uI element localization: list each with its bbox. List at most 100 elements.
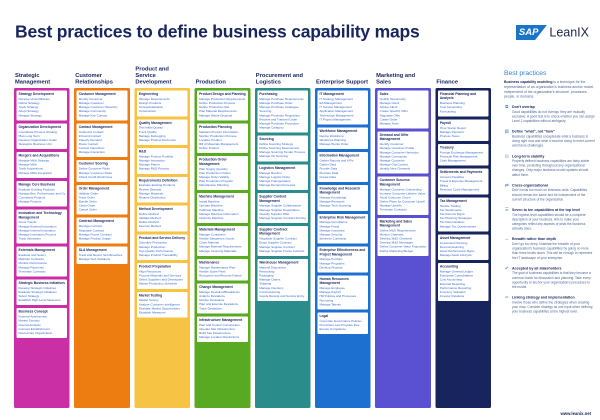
capability-item: Plan and Control Construction <box>199 323 240 327</box>
practice-text: The goal of business capabilities is tha… <box>512 271 591 289</box>
capability-item: Receive and Transmit Order <box>259 117 298 122</box>
column-label: Marketing and Sales <box>376 72 416 86</box>
capability-item: Tax Determination <box>439 220 465 225</box>
capability-item: Gather Reports and KPIs <box>319 159 354 163</box>
capability-item: HR Policies and Processes <box>319 294 357 299</box>
capability-item: Manage Contract <box>78 224 103 229</box>
capability-item: Construction <box>138 109 156 114</box>
column-label: Procurement and Logistics <box>255 72 304 86</box>
capability-item: Forecasting <box>439 109 456 114</box>
capability-item: Create Data <box>319 175 336 179</box>
capability-item: Foreign Exchange Management <box>439 150 484 155</box>
capability-item: Manage Logistic Order <box>259 175 291 179</box>
practice-text: Good capabilities do not overlap; they a… <box>512 110 595 124</box>
capability-item: Develop M&S Messages <box>379 241 413 245</box>
capability-item: Bundle Order <box>78 200 97 204</box>
capability-item: Develop M&S Channels <box>379 237 412 241</box>
capability-item: Monitor Production Process <box>199 134 237 138</box>
overlap-icon: ⧉ <box>505 104 509 110</box>
capability-item: Cost Accounting <box>439 105 462 110</box>
column-label: Production <box>195 79 226 86</box>
practice-text: Business capabilities encapsulate what a… <box>512 134 595 148</box>
capability-box-title: Customer Success Management <box>379 178 410 187</box>
capability-box-title: Enterprise Effectiveness and Project Man… <box>319 248 366 257</box>
intro-bold-term: Business capability modeling <box>504 80 553 85</box>
capability-item: Manage Employee <box>319 286 345 291</box>
capability-item: Terminate Contracts <box>18 269 46 274</box>
capability-box-title: Treasury <box>439 146 454 150</box>
capability-item: Cash Management <box>439 159 466 163</box>
capability-item: Account Payables <box>439 175 465 180</box>
capability-item: Manage Customer <box>78 101 104 106</box>
capability-item: Establish High-Level Measures <box>18 298 61 303</box>
capability-item: Illustrate Data <box>319 171 339 175</box>
capability-item: Install Machine <box>199 200 220 204</box>
capability-item: Manage Location Restrictions <box>199 335 240 340</box>
capability-item: Require Distribution <box>138 195 166 200</box>
capability-item: Billing <box>439 183 448 188</box>
capability-item: Workforce Planning <box>319 138 346 142</box>
capability-item: Manage Customer Profile <box>379 146 415 151</box>
capability-item: IT Project Management <box>319 117 352 122</box>
capability-item: Schedule Production <box>138 241 167 245</box>
capability-box-title: Customer Scoring <box>78 162 108 166</box>
capability-item: Business Continuity <box>319 237 347 241</box>
capability-item: Track and Report SLA Breaches <box>78 253 123 257</box>
capability-item: IT Service Management <box>319 105 352 110</box>
capability-item: Travel & Expense Management <box>439 179 483 184</box>
capability-item: Handle Trading <box>439 204 461 208</box>
capability-item: Revenue Cycle Management <box>439 187 480 192</box>
capability-item: Manage Deviation/Breakdown <box>199 290 240 294</box>
capability-item: Track Innovation <box>18 237 41 241</box>
capability-item: Restocking <box>259 269 275 274</box>
capability-item: Negotiate Offer <box>379 113 401 118</box>
capability-item: Manage Order Validity <box>199 175 230 179</box>
capability-item: Market Scrutiny <box>18 319 40 323</box>
capability-item: Investment Planning <box>439 241 468 245</box>
capability-item: Manage Insurance <box>319 228 345 233</box>
capability-item: Maintain Contracts <box>18 257 44 262</box>
capability-item: Manage Incoming Materials <box>199 249 237 253</box>
sap-logo-icon: SAP <box>515 25 547 40</box>
capability-item: Packaging <box>259 274 274 278</box>
capability-box-title: R&D <box>138 150 147 154</box>
capability-item: Analyze Customer Intelligence <box>138 302 181 307</box>
capability-item: Bill of Materials Management <box>199 142 239 147</box>
capability-box-title: Workforce Management <box>319 129 358 133</box>
capability-item: Strategize Business Unit <box>18 142 52 147</box>
capability-item: Operate Machine <box>199 204 223 208</box>
practice-text: Properly defined business capabilities a… <box>512 159 590 177</box>
capability-item: Manage Customer Risks <box>78 171 113 175</box>
capability-item: Operate Site Infrastructure <box>199 327 235 331</box>
capability-box-title: Innovation and Technology Management <box>18 211 62 220</box>
page-title: Best practices to define business capabi… <box>15 22 420 42</box>
